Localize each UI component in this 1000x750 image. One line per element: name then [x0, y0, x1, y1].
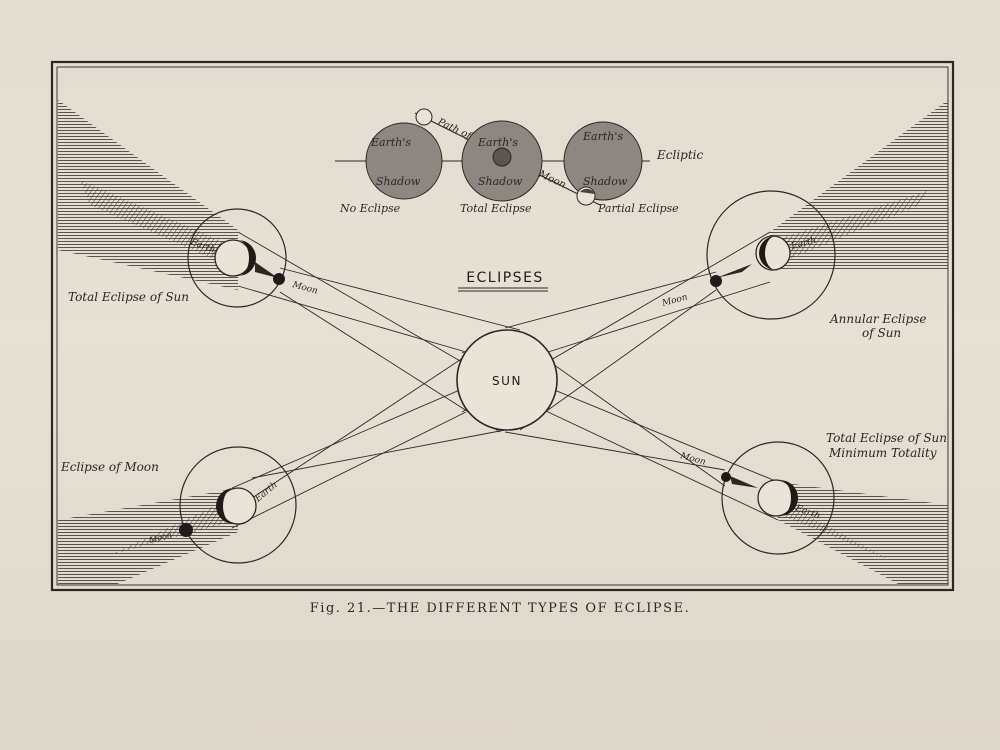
partial-eclipse-label: Partial Eclipse	[597, 202, 679, 215]
moon-path-label: Moon	[536, 168, 568, 191]
sun-label: SUN	[492, 374, 522, 388]
moon	[710, 275, 722, 287]
label-total-eclipse-min-line1: Total Eclipse of Sun	[826, 431, 947, 445]
diagram-title: ECLIPSES	[466, 270, 544, 286]
figure-caption: Fig. 21.—THE DIFFERENT TYPES OF ECLIPSE.	[309, 601, 691, 616]
sun-ray-lines	[231, 231, 779, 529]
panel-bottom-left	[58, 446, 297, 585]
label-total-eclipse-sun: Total Eclipse of Sun	[68, 290, 189, 304]
ecliptic-label: Ecliptic	[656, 148, 703, 162]
shadow-rays-bottom-left	[58, 488, 238, 585]
moon-label-bottom-right: Moon	[678, 451, 707, 468]
earth-orbit-circle	[187, 208, 287, 308]
shadow-top-label-3: Earth's	[582, 130, 623, 143]
total-eclipse-label: Total Eclipse	[460, 202, 532, 215]
label-annular-eclipse-line1: Annular Eclipse	[829, 312, 927, 326]
shadow-top-label-1: Earth's	[370, 136, 411, 149]
sun	[456, 329, 558, 431]
shadow-bottom-label-3: Shadow	[583, 175, 628, 188]
earth-shadow-no-eclipse	[365, 122, 443, 200]
moon-label-top-left: Moon	[290, 280, 319, 297]
shadow-rays-bottom-right	[778, 482, 948, 585]
moon	[273, 273, 285, 285]
panel-bottom-right	[721, 441, 948, 585]
shadow-top-label-2: Earth's	[477, 136, 518, 149]
moon	[721, 472, 731, 482]
label-total-eclipse-min-line2: Minimum Totality	[828, 446, 937, 460]
earth-shadow-partial	[563, 121, 643, 201]
inset-lunar-eclipses: Earth's Shadow Earth's Shadow Earth's Sh…	[335, 108, 703, 215]
shadow-bottom-label-2: Shadow	[478, 175, 523, 188]
outer-frame	[50, 60, 955, 592]
label-eclipse-of-moon: Eclipse of Moon	[60, 460, 159, 474]
no-eclipse-label: No Eclipse	[339, 202, 401, 215]
moon-label-top-right: Moon	[660, 292, 689, 309]
earth	[214, 239, 252, 277]
shadow-bottom-label-1: Shadow	[376, 175, 421, 188]
earth-orbit-circle	[721, 441, 835, 555]
earth-orbit-circle	[179, 446, 297, 564]
shadow-rays-top-left	[58, 100, 238, 290]
moon	[179, 523, 193, 537]
path-of-label: Path of	[435, 116, 475, 142]
panel-top-left	[58, 100, 287, 308]
earth-orbit-circle	[706, 190, 836, 320]
panel-top-right	[706, 100, 948, 320]
label-annular-eclipse-line2: of Sun	[862, 326, 901, 340]
inner-frame	[56, 66, 949, 586]
earth-label-bottom-left: Earth	[253, 480, 280, 505]
